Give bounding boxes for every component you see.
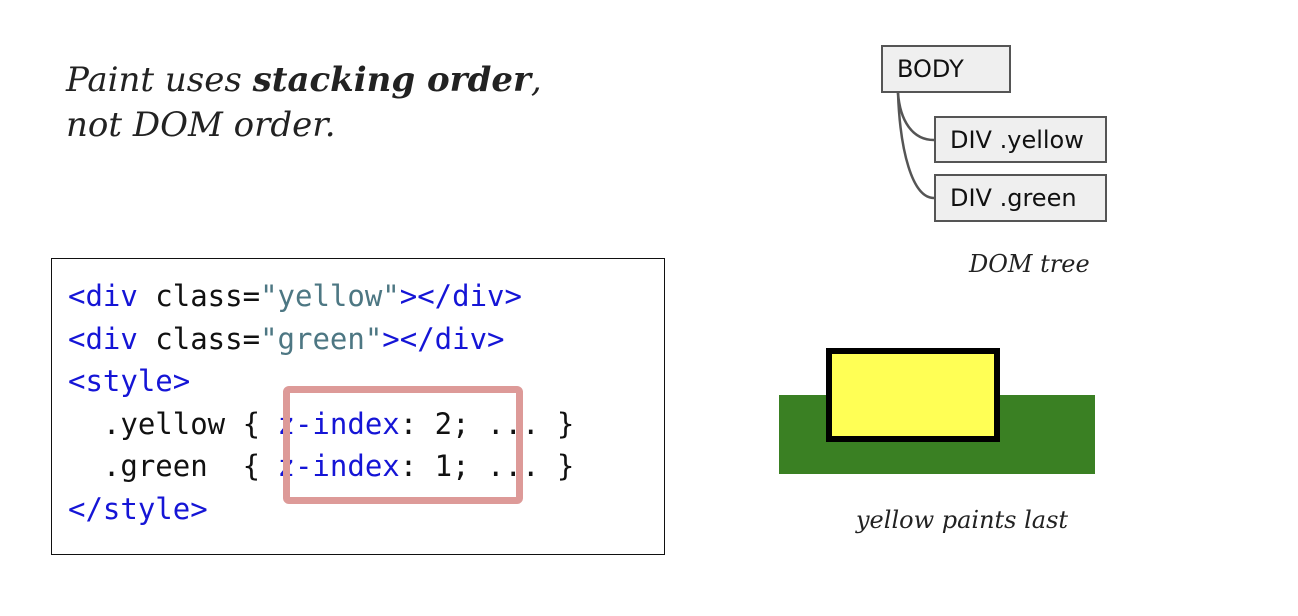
code-tag: <div [68, 321, 138, 356]
code-string: "yellow" [260, 279, 400, 313]
code-tag: </style> [68, 491, 208, 526]
code-selector: .yellow { [68, 406, 278, 441]
z-index-highlight [283, 386, 523, 504]
code-rest: ... } [469, 406, 575, 441]
headline: Paint uses stacking order, not DOM order… [66, 58, 542, 148]
headline-text: Paint uses [66, 60, 253, 100]
code-rest: ... } [469, 449, 575, 483]
headline-line-1: Paint uses stacking order, [66, 58, 542, 103]
code-tag: <style> [68, 364, 191, 398]
code-value: : 2; [399, 406, 470, 441]
code-tag: ></div> [399, 279, 522, 313]
paint-caption: yellow paints last [856, 506, 1069, 534]
code-block: <div class="yellow"></div> <div class="g… [68, 275, 574, 530]
headline-emphasis: stacking order [252, 60, 531, 100]
code-selector: .green { [68, 449, 278, 483]
code-box: <div class="yellow"></div> <div class="g… [51, 258, 665, 555]
dom-tree-caption: DOM tree [969, 250, 1090, 278]
code-property: z-index [277, 449, 400, 483]
code-tag: ></div> [382, 321, 505, 356]
code-property: z-index [277, 406, 400, 441]
code-string: "green" [260, 321, 383, 356]
yellow-box [826, 348, 1000, 442]
dom-node-div-green: DIV .green [934, 174, 1107, 222]
code-attr: class= [137, 321, 261, 356]
code-attr: class= [137, 279, 261, 313]
dom-node-body: BODY [881, 45, 1011, 93]
connector-body-green [896, 92, 935, 200]
dom-node-div-yellow: DIV .yellow [934, 116, 1107, 163]
headline-line-2: not DOM order. [66, 105, 336, 145]
connector-body-yellow [896, 92, 935, 142]
code-tag: <div [68, 279, 138, 313]
code-value: : 1; [399, 449, 470, 483]
headline-punct: , [530, 60, 542, 100]
